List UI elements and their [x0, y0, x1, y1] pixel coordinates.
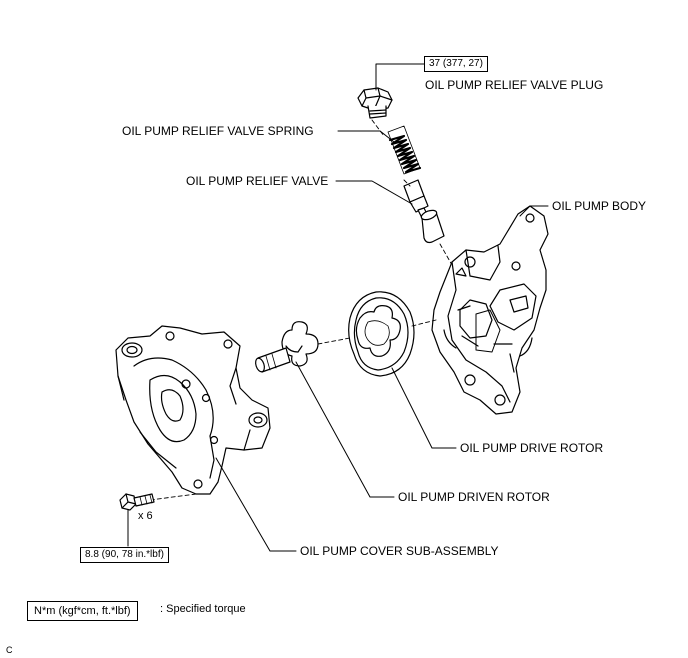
cover-bolt-part	[119, 493, 155, 511]
oil-pump-cover-part	[115, 325, 271, 495]
oil-pump-body-part	[431, 205, 549, 415]
relief-valve-plug-part	[357, 87, 393, 119]
relief-valve-spring-part	[387, 125, 422, 175]
bolt-quantity: x 6	[138, 510, 153, 522]
plug-torque-box: 37 (377, 27)	[424, 56, 488, 72]
drive-rotor-part	[348, 291, 415, 377]
bolt-torque-box: 8.8 (90, 78 in.*lbf)	[80, 547, 169, 563]
label-relief-valve-spring: OIL PUMP RELIEF VALVE SPRING	[122, 124, 314, 138]
legend-unit-box: N*m (kgf*cm, ft.*lbf)	[27, 601, 138, 621]
corner-mark: C	[6, 645, 13, 655]
leader-lines	[127, 63, 549, 552]
driven-rotor-part	[255, 321, 319, 373]
label-driven-rotor: OIL PUMP DRIVEN ROTOR	[398, 490, 550, 504]
label-relief-valve-plug: OIL PUMP RELIEF VALVE PLUG	[425, 78, 604, 92]
relief-valve-part	[403, 179, 445, 244]
label-cover-sub-assembly: OIL PUMP COVER SUB-ASSEMBLY	[300, 544, 499, 558]
label-relief-valve: OIL PUMP RELIEF VALVE	[186, 174, 329, 188]
label-drive-rotor: OIL PUMP DRIVE ROTOR	[460, 441, 604, 455]
legend-description: : Specified torque	[160, 603, 246, 615]
label-pump-body: OIL PUMP BODY	[552, 199, 647, 213]
